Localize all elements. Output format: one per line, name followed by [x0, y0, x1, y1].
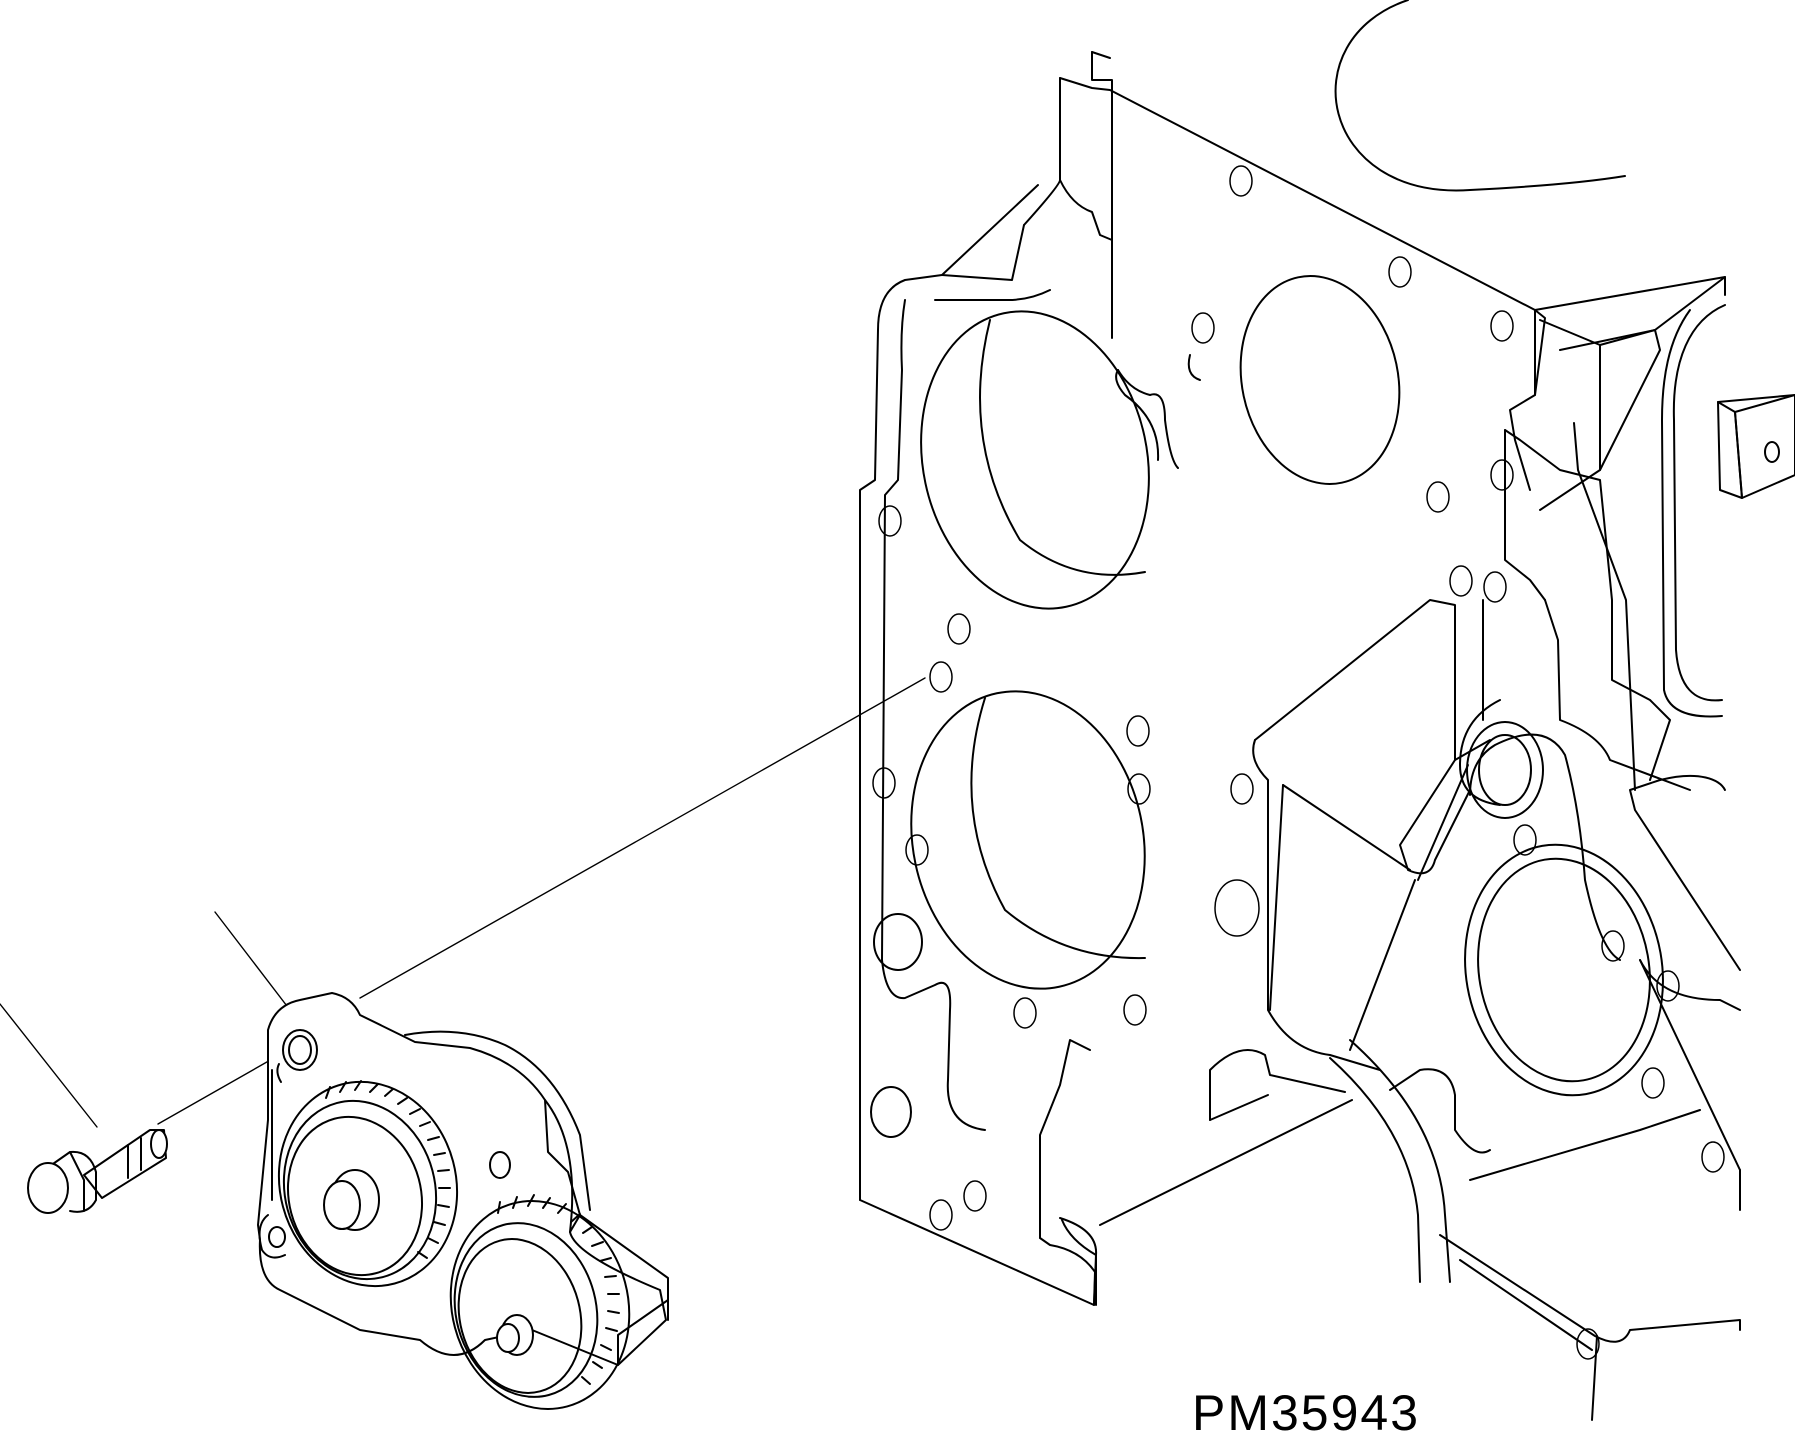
engine-block-edge-icon	[1334, 0, 1741, 971]
bolt-icon	[27, 1129, 168, 1214]
mounting-bracket-icon	[1717, 394, 1795, 499]
front-gear-housing-plate-icon	[859, 51, 1741, 1421]
left-gear-teeth	[325, 1080, 451, 1259]
leader-line-pump	[214, 911, 291, 1011]
figure-id-label: PM35943	[1192, 1385, 1421, 1441]
leader-line-bolt	[0, 1003, 98, 1128]
right-gear-teeth	[497, 1194, 620, 1385]
center-line-pump-to-plate	[359, 677, 926, 999]
oil-pump-gear-assembly-icon	[257, 992, 669, 1410]
